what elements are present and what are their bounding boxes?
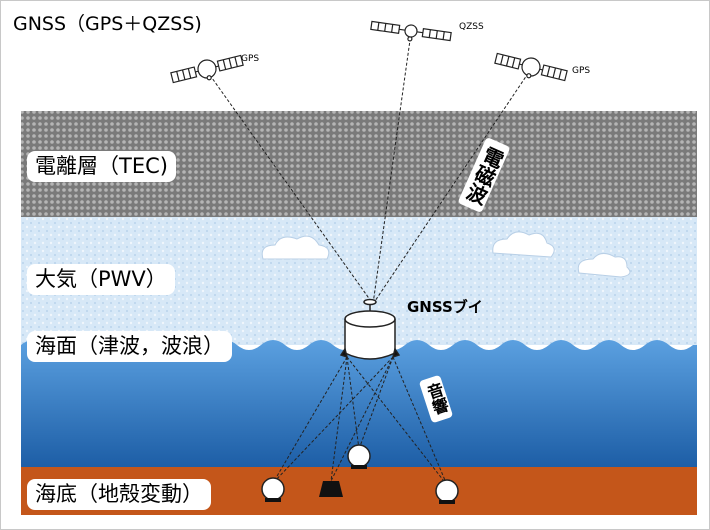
ionosphere-label: 電離層（TEC) — [27, 151, 176, 182]
seafloor-transponder-center-icon — [347, 444, 371, 469]
seafloor-transponder-right-icon — [435, 479, 459, 504]
acoustic-signal-lines — [272, 356, 448, 486]
satellite-qzss-icon — [370, 20, 452, 42]
atmosphere-label: 大気（PWV） — [27, 264, 175, 295]
seafloor-label: 海底（地殻変動） — [27, 479, 211, 510]
satellite-gps-left-icon — [170, 54, 244, 84]
satellite-gps-right-icon — [494, 52, 568, 82]
satellite-qzss-label: QZSS — [459, 22, 484, 32]
satellite-gps-left-label: GPS — [241, 54, 260, 64]
cloud-shapes — [261, 231, 631, 278]
gnss-buoy-icon — [339, 298, 401, 360]
diagram-title: GNSS（GPS＋QZSS) — [13, 13, 202, 35]
sea-body — [21, 340, 697, 467]
gnss-buoy-label: GNSSブイ — [407, 298, 483, 316]
seafloor-transponder-left-icon — [261, 477, 285, 502]
satellite-gps-right-label: GPS — [572, 66, 591, 76]
sea-surface-label: 海面（津波，波浪） — [27, 331, 232, 362]
seafloor-anchor-icon — [319, 481, 343, 497]
satellite-signal-lines — [206, 32, 532, 305]
